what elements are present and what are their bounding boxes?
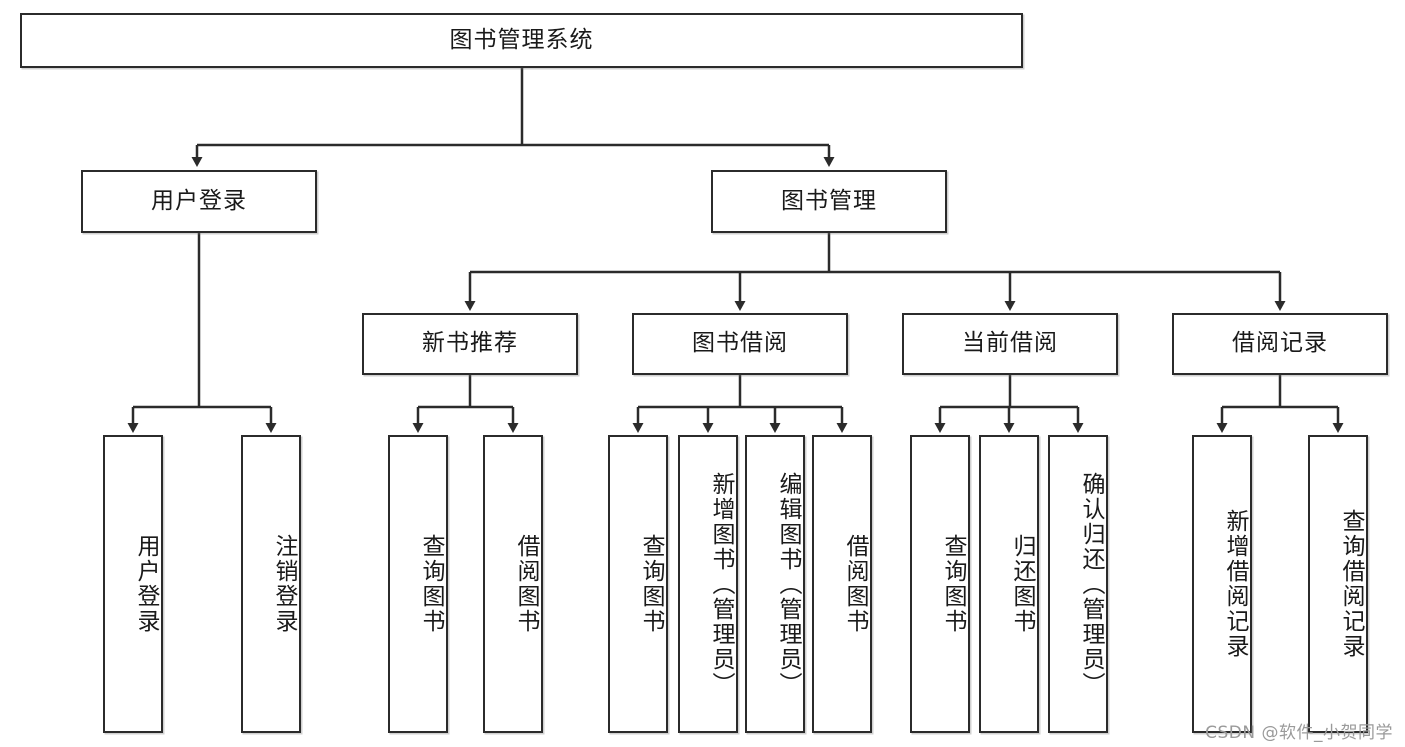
leaf-query-borrow-record[interactable]: 查询借阅记录 <box>1308 435 1368 733</box>
node-book-borrow-label: 图书借阅 <box>692 330 788 357</box>
leaf-confirm-return-admin-label: 确认归还（管理员） <box>1078 471 1104 697</box>
node-book-manage-label: 图书管理 <box>781 187 877 214</box>
node-new-book-recommend-label: 新书推荐 <box>422 330 518 357</box>
node-new-book-recommend[interactable]: 新书推荐 <box>362 313 578 375</box>
node-current-borrow[interactable]: 当前借阅 <box>902 313 1118 375</box>
node-borrow-record-label: 借阅记录 <box>1232 330 1328 357</box>
leaf-user-login-label: 用户登录 <box>133 534 159 634</box>
node-root[interactable]: 图书管理系统 <box>20 13 1023 68</box>
leaf-query-book-2[interactable]: 查询图书 <box>608 435 668 733</box>
leaf-add-borrow-record[interactable]: 新增借阅记录 <box>1192 435 1252 733</box>
leaf-edit-book-admin-label: 编辑图书（管理员） <box>775 471 801 697</box>
leaf-confirm-return-admin[interactable]: 确认归还（管理员） <box>1048 435 1108 733</box>
node-book-borrow[interactable]: 图书借阅 <box>632 313 848 375</box>
node-root-label: 图书管理系统 <box>449 26 594 53</box>
csdn-watermark: CSDN @软件_小贺同学 <box>1205 723 1393 743</box>
leaf-query-book-1[interactable]: 查询图书 <box>388 435 448 733</box>
leaf-return-book-label: 归还图书 <box>1009 534 1035 634</box>
leaf-edit-book-admin[interactable]: 编辑图书（管理员） <box>745 435 805 733</box>
leaf-query-book-3[interactable]: 查询图书 <box>910 435 970 733</box>
leaf-add-book-admin-label: 新增图书（管理员） <box>708 471 734 697</box>
leaf-borrow-book-1-label: 借阅图书 <box>513 534 539 634</box>
leaf-query-borrow-record-label: 查询借阅记录 <box>1338 509 1364 659</box>
leaf-return-book[interactable]: 归还图书 <box>979 435 1039 733</box>
leaf-query-book-3-label: 查询图书 <box>940 534 966 634</box>
leaf-logout-login[interactable]: 注销登录 <box>241 435 301 733</box>
node-current-borrow-label: 当前借阅 <box>962 330 1058 357</box>
leaf-borrow-book-1[interactable]: 借阅图书 <box>483 435 543 733</box>
leaf-query-book-1-label: 查询图书 <box>418 534 444 634</box>
leaf-logout-login-label: 注销登录 <box>271 534 297 634</box>
leaf-add-borrow-record-label: 新增借阅记录 <box>1222 509 1248 659</box>
node-user-login[interactable]: 用户登录 <box>81 170 317 233</box>
node-user-login-label: 用户登录 <box>151 187 247 214</box>
leaf-borrow-book-2[interactable]: 借阅图书 <box>812 435 872 733</box>
leaf-borrow-book-2-label: 借阅图书 <box>842 534 868 634</box>
leaf-user-login[interactable]: 用户登录 <box>103 435 163 733</box>
leaf-add-book-admin[interactable]: 新增图书（管理员） <box>678 435 738 733</box>
node-borrow-record[interactable]: 借阅记录 <box>1172 313 1388 375</box>
node-book-manage[interactable]: 图书管理 <box>711 170 947 233</box>
leaf-query-book-2-label: 查询图书 <box>638 534 664 634</box>
